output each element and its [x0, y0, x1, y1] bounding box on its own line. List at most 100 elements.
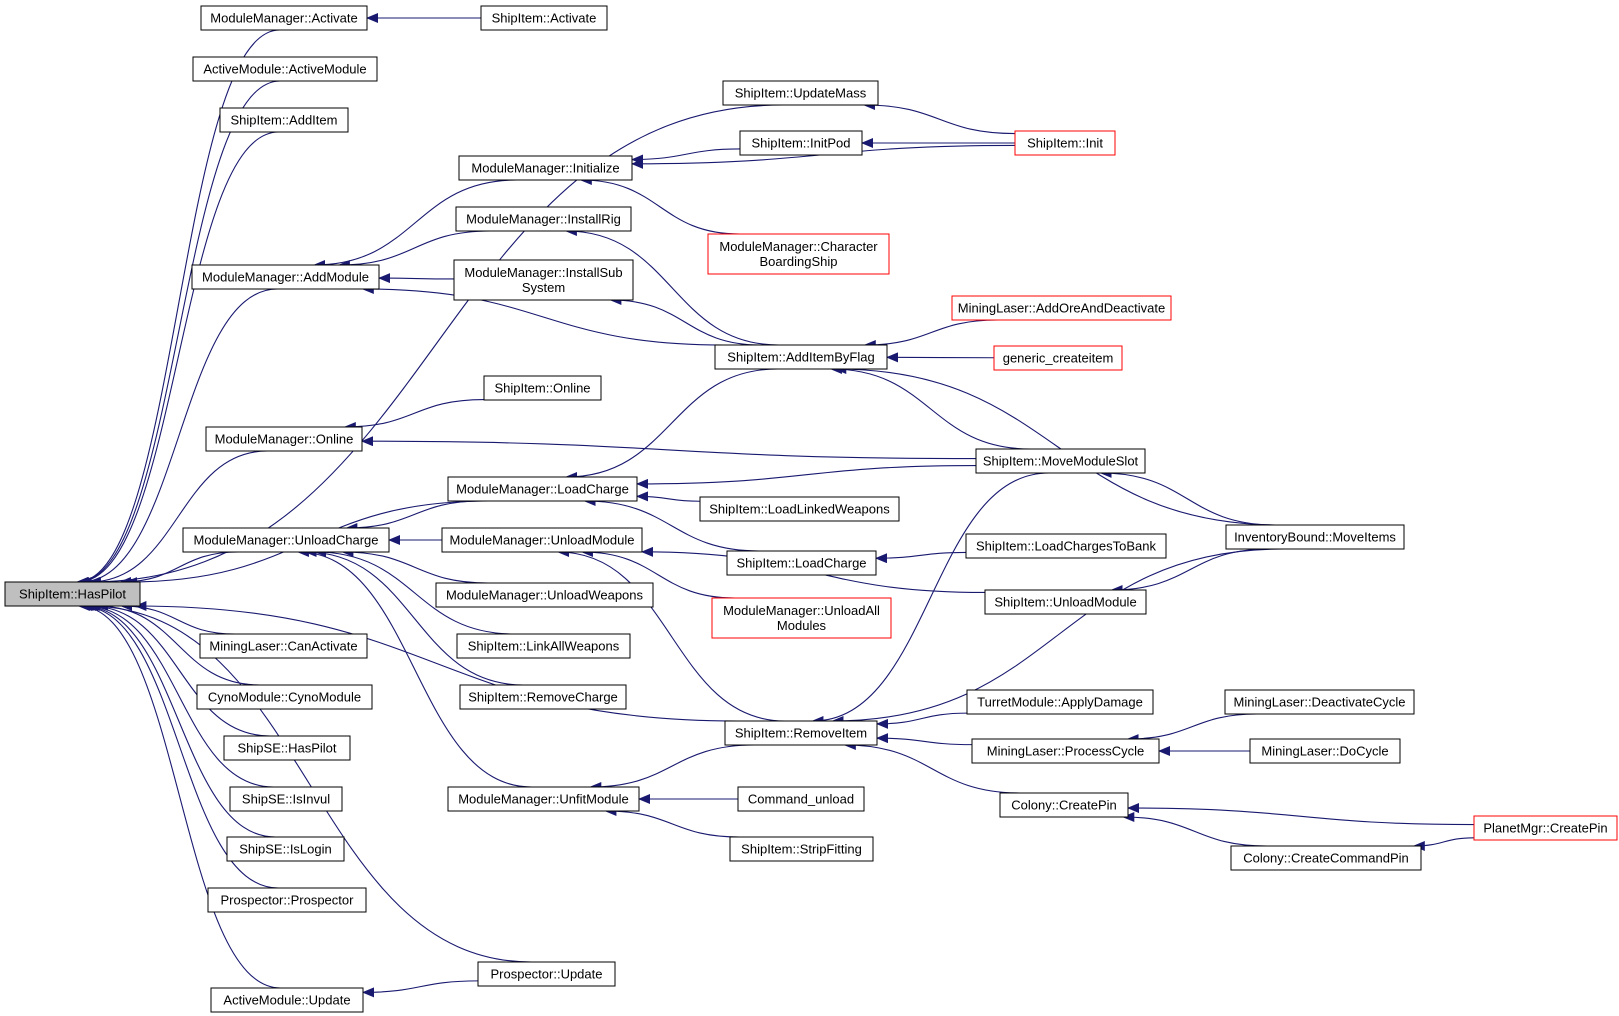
node-label: generic_createitem — [1003, 351, 1114, 366]
node-mm-loadcharge[interactable]: ModuleManager::LoadCharge — [447, 476, 638, 502]
node-box — [453, 259, 634, 301]
node-label: Prospector::Update — [490, 967, 602, 982]
node-prospector-update[interactable]: Prospector::Update — [477, 961, 616, 987]
node-label: ShipItem::UnloadModule — [994, 595, 1136, 610]
node-si-loadchargestobank[interactable]: ShipItem::LoadChargesToBank — [965, 533, 1167, 559]
node-mm-unloadcharge[interactable]: ModuleManager::UnloadCharge — [182, 527, 390, 553]
node-mm-installrig[interactable]: ModuleManager::InstallRig — [455, 206, 632, 232]
node-generic-createitem[interactable]: generic_createitem — [993, 345, 1123, 371]
node-ml-deactivatecycle[interactable]: MiningLaser::DeactivateCycle — [1224, 689, 1415, 715]
node-box — [1014, 130, 1116, 156]
call-edge-colony_createpin-to-si_removeitem — [843, 740, 1021, 794]
node-box — [1225, 524, 1405, 550]
node-label: MiningLaser::ProcessCycle — [987, 744, 1145, 759]
node-label: ShipItem::UpdateMass — [735, 86, 867, 101]
node-box — [971, 738, 1160, 764]
node-label: ActiveModule::Update — [223, 993, 350, 1008]
node-box — [966, 689, 1154, 715]
node-si-movemoduleslot[interactable]: ShipItem::MoveModuleSlot — [975, 448, 1146, 474]
node-box — [1230, 845, 1422, 871]
call-edge-am_update-to-haspilot — [77, 601, 281, 989]
node-mm-unloadweapons[interactable]: ModuleManager::UnloadWeapons — [435, 582, 654, 608]
nodes-layer: ShipItem::HasPilot ModuleManager::Activat… — [4, 5, 1618, 1013]
node-si-stripfitting[interactable]: ShipItem::StripFitting — [729, 836, 874, 862]
node-label: MiningLaser::CanActivate — [209, 639, 357, 654]
node-mm-unloadmodule[interactable]: ModuleManager::UnloadModule — [441, 527, 643, 553]
node-prospector[interactable]: Prospector::Prospector — [207, 887, 367, 913]
call-edge-si_removecharge-to-mm_unloadcharge — [304, 547, 524, 686]
node-mm-online[interactable]: ModuleManager::Online — [205, 426, 363, 452]
node-label: ActiveModule::ActiveModule — [203, 62, 366, 77]
node-mm-initialize[interactable]: ModuleManager::Initialize — [458, 155, 633, 181]
node-label: ModuleManager::UnloadModule — [449, 533, 634, 548]
node-mm-addmodule[interactable]: ModuleManager::AddModule — [191, 264, 380, 290]
call-edge-si_updatemass-to-haspilot — [88, 104, 784, 587]
node-planet-createpin[interactable]: PlanetMgr::CreatePin — [1473, 815, 1618, 841]
node-si-loadlinked[interactable]: ShipItem::LoadLinkedWeapons — [699, 496, 900, 522]
node-label: BoardingShip — [759, 254, 837, 269]
node-box — [447, 476, 638, 502]
node-label: ModuleManager::UnloadCharge — [193, 533, 378, 548]
node-si-additembyflag[interactable]: ShipItem::AddItemByFlag — [714, 344, 888, 370]
call-edge-sse_islogin-to-haspilot — [81, 601, 276, 838]
node-ml-processcycle[interactable]: MiningLaser::ProcessCycle — [971, 738, 1160, 764]
node-turret-applydamage[interactable]: TurretModule::ApplyDamage — [966, 689, 1154, 715]
node-cyno[interactable]: CynoModule::CynoModule — [196, 684, 373, 710]
node-mm-unfitmodule[interactable]: ModuleManager::UnfitModule — [447, 786, 640, 812]
node-si-init[interactable]: ShipItem::Init — [1014, 130, 1116, 156]
node-sse-islogin[interactable]: ShipSE::IsLogin — [226, 836, 345, 862]
node-colony-createcmdpin[interactable]: Colony::CreateCommandPin — [1230, 845, 1422, 871]
node-label: ShipSE::IsInvul — [242, 792, 330, 807]
node-sse-haspilot[interactable]: ShipSE::HasPilot — [223, 735, 351, 761]
call-edge-mm_unloadcharge-to-haspilot — [118, 551, 239, 587]
call-edge-inv_moveitems-to-si_removeitem — [831, 548, 1284, 726]
node-sse-isinvul[interactable]: ShipSE::IsInvul — [229, 786, 343, 812]
node-mm-activate[interactable]: ModuleManager::Activate — [200, 5, 368, 31]
node-label: ModuleManager::Initialize — [471, 161, 619, 176]
node-label: ShipItem::Init — [1027, 136, 1103, 151]
node-colony-createpin[interactable]: Colony::CreatePin — [999, 792, 1129, 818]
node-label: ShipItem::LoadChargesToBank — [976, 539, 1156, 554]
node-box — [739, 130, 863, 156]
node-ml-canactivate[interactable]: MiningLaser::CanActivate — [199, 633, 368, 659]
node-label: ShipItem::LoadLinkedWeapons — [709, 502, 890, 517]
node-box — [477, 961, 616, 987]
node-si-activate[interactable]: ShipItem::Activate — [480, 5, 608, 31]
node-label: CynoModule::CynoModule — [208, 690, 361, 705]
call-edge-si_removeitem-to-haspilot — [134, 601, 739, 722]
node-am-activemodule[interactable]: ActiveModule::ActiveModule — [192, 56, 378, 82]
call-edge-si_linkall-to-mm_unloadcharge — [314, 547, 515, 635]
node-box — [975, 448, 1146, 474]
call-edge-si_movemoduleslot-to-si_removeitem — [811, 472, 1050, 726]
call-edge-prospector_update-to-haspilot — [86, 601, 532, 963]
node-si-additem[interactable]: ShipItem::AddItem — [219, 107, 349, 133]
node-si-loadcharge[interactable]: ShipItem::LoadCharge — [726, 550, 877, 576]
node-haspilot[interactable]: ShipItem::HasPilot — [4, 581, 141, 607]
call-edge-planet_createpin-to-colony_createcmdpin — [1412, 837, 1475, 851]
call-edge-sse_isinvul-to-haspilot — [83, 601, 274, 788]
node-ml-addore[interactable]: MiningLaser::AddOreAndDeactivate — [951, 295, 1172, 321]
node-cmd-unload[interactable]: Command_unload — [737, 786, 865, 812]
node-box — [459, 684, 627, 710]
node-box — [455, 206, 632, 232]
node-si-initpod[interactable]: ShipItem::InitPod — [739, 130, 863, 156]
call-edge-colony_createcmdpin-to-colony_createpin — [1122, 812, 1267, 847]
node-si-updatemass[interactable]: ShipItem::UpdateMass — [722, 80, 879, 106]
call-edge-si_additembyflag-to-mm_loadcharge — [565, 368, 778, 482]
node-box — [210, 987, 364, 1013]
node-si-removeitem[interactable]: ShipItem::RemoveItem — [724, 720, 878, 746]
node-box — [1224, 689, 1415, 715]
node-am-update[interactable]: ActiveModule::Update — [210, 987, 364, 1013]
node-si-removecharge[interactable]: ShipItem::RemoveCharge — [459, 684, 627, 710]
node-inv-moveitems[interactable]: InventoryBound::MoveItems — [1225, 524, 1405, 550]
node-ml-docycle[interactable]: MiningLaser::DoCycle — [1249, 738, 1401, 764]
node-box — [965, 533, 1167, 559]
node-si-linkall[interactable]: ShipItem::LinkAllWeapons — [456, 633, 631, 659]
node-si-online[interactable]: ShipItem::Online — [483, 375, 602, 401]
node-label: ShipItem::AddItem — [231, 113, 338, 128]
node-si-unloadmodule[interactable]: ShipItem::UnloadModule — [984, 589, 1147, 615]
